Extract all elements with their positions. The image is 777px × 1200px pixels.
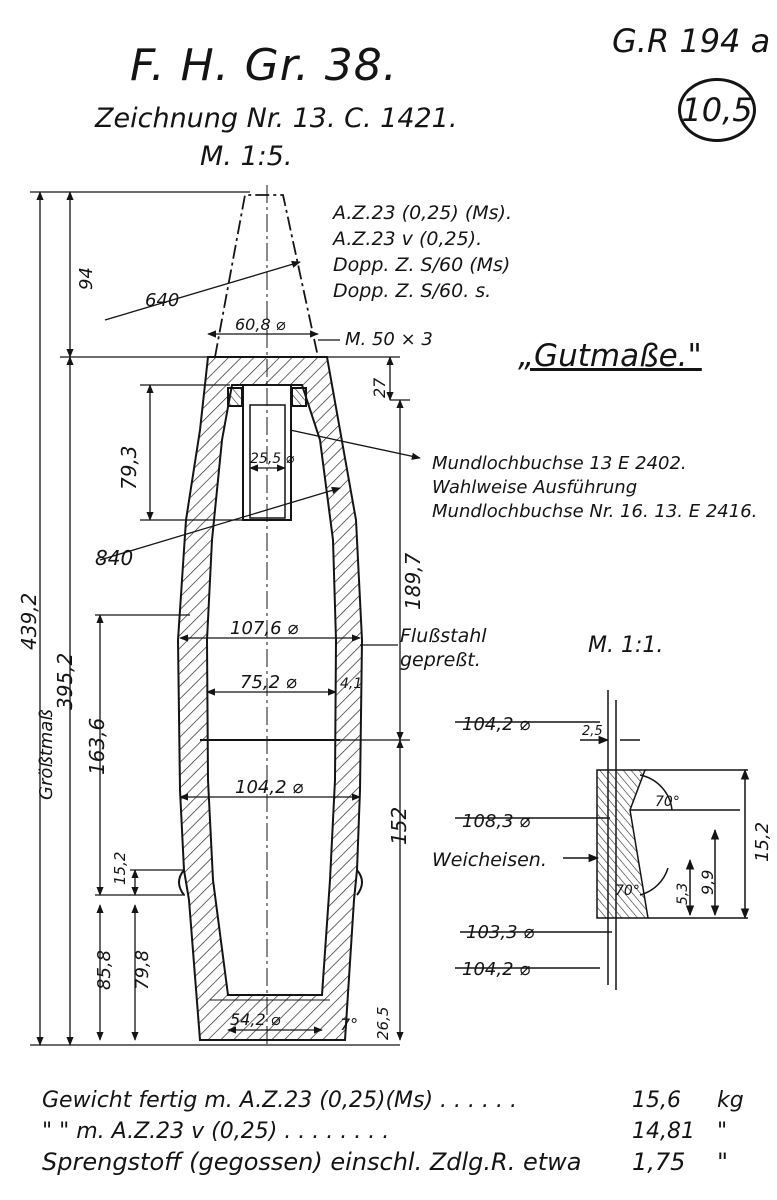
detail-dim-9: 5,3 bbox=[675, 883, 691, 905]
weight-label: Gewicht fertig m. A.Z.23 (0,25)(Ms) . . … bbox=[42, 1088, 517, 1113]
weight-unit: kg bbox=[717, 1088, 744, 1113]
drawing-scale: M. 1:5. bbox=[200, 141, 293, 172]
detail-dim-7: 70° bbox=[615, 883, 640, 899]
caliber-circle: 10,5 bbox=[678, 78, 756, 142]
fuze-item: Dopp. Z. S/60 (Ms) bbox=[333, 254, 511, 276]
dim-152: 152 bbox=[387, 807, 411, 845]
material-line: gepreßt. bbox=[400, 649, 481, 671]
dim-395-2: 395,2 bbox=[53, 653, 77, 710]
dim-163-6: 163,6 bbox=[85, 718, 109, 775]
detail-dim-5: 2,5 bbox=[582, 724, 603, 739]
dim-26-5: 26,5 bbox=[374, 1007, 392, 1040]
dim-25-5: 25,5 ⌀ bbox=[250, 451, 295, 467]
weight-unit: " bbox=[717, 1119, 728, 1144]
gr-reference: G.R 194 a bbox=[612, 22, 771, 60]
dim-840: 840 bbox=[95, 546, 133, 570]
detail-dim-1: 104,2 ⌀ bbox=[462, 714, 530, 735]
dim-15-2: 15,2 bbox=[111, 852, 129, 885]
detail-dim-2: 108,3 ⌀ bbox=[462, 811, 530, 832]
weicheisen-label: Weicheisen. bbox=[432, 849, 547, 871]
detail-dim-6: 70° bbox=[655, 794, 680, 810]
dim-75-2: 75,2 ⌀ bbox=[240, 672, 297, 693]
fuze-item: A.Z.23 (0,25) (Ms). bbox=[333, 202, 512, 224]
dim-85-8: 85,8 bbox=[94, 950, 115, 990]
dim-79-8: 79,8 bbox=[132, 950, 153, 990]
material-line: Flußstahl bbox=[400, 625, 487, 647]
detail-dim-8: 9,9 bbox=[698, 870, 717, 895]
weight-value: 14,81 bbox=[632, 1119, 695, 1144]
mundloch-line: Mundlochbuchse 13 E 2402. bbox=[432, 453, 687, 474]
weight-value: 1,75 bbox=[632, 1148, 686, 1176]
dim-104-2: 104,2 ⌀ bbox=[235, 777, 303, 798]
material-note: Flußstahl gepreßt. bbox=[400, 624, 487, 672]
fuze-item: Dopp. Z. S/60. s. bbox=[333, 280, 492, 302]
weight-unit: " bbox=[717, 1148, 729, 1176]
dim-94: 94 bbox=[76, 267, 97, 290]
dim-27: 27 bbox=[370, 377, 389, 398]
dim-54-2: 54,2 ⌀ bbox=[230, 1010, 281, 1029]
dim-m50: M. 50 × 3 bbox=[345, 329, 433, 350]
dim-189-7: 189,7 bbox=[401, 552, 425, 610]
detail-dim-4: 104,2 ⌀ bbox=[462, 959, 530, 980]
dim-7-deg: 7° bbox=[340, 1015, 358, 1034]
dim-640: 640 bbox=[145, 290, 179, 311]
shell-wall bbox=[176, 356, 364, 1041]
weight-label: " " m. A.Z.23 v (0,25) . . . . . . . . bbox=[42, 1119, 390, 1144]
drawing-title: F. H. Gr. 38. bbox=[130, 40, 398, 91]
dim-107-6: 107,6 ⌀ bbox=[230, 618, 298, 639]
gutmasse-text: „Gutmaße." bbox=[518, 338, 702, 374]
detail-dim-10: 15,2 bbox=[752, 822, 773, 862]
mundloch-note: Mundlochbuchse 13 E 2402. Wahlweise Ausf… bbox=[432, 452, 757, 524]
dim-60-8: 60,8 ⌀ bbox=[235, 315, 286, 334]
weight-value: 15,6 bbox=[632, 1088, 681, 1113]
fuze-list: A.Z.23 (0,25) (Ms). A.Z.23 v (0,25). Dop… bbox=[333, 200, 512, 304]
detail-dim-3: 103,3 ⌀ bbox=[466, 922, 534, 943]
mundloch-line: Mundlochbuchse Nr. 16. 13. E 2416. bbox=[432, 501, 758, 522]
grossmass-label: Größtmaß bbox=[36, 709, 57, 800]
fuze-outline bbox=[214, 194, 319, 358]
fuze-item: A.Z.23 v (0,25). bbox=[333, 228, 483, 250]
weight-label: Sprengstoff (gegossen) einschl. Zdlg.R. … bbox=[42, 1148, 582, 1176]
dim-4-1: 4,1 bbox=[340, 676, 362, 692]
mundloch-line: Wahlweise Ausführung bbox=[432, 477, 638, 498]
drawing-number: Zeichnung Nr. 13. C. 1421. bbox=[95, 103, 458, 134]
gutmasse-label: „Gutmaße." bbox=[518, 338, 702, 374]
dim-439-2: 439,2 bbox=[17, 593, 41, 650]
dim-79-3: 79,3 bbox=[117, 445, 141, 490]
detail-scale: M. 1:1. bbox=[588, 633, 664, 658]
